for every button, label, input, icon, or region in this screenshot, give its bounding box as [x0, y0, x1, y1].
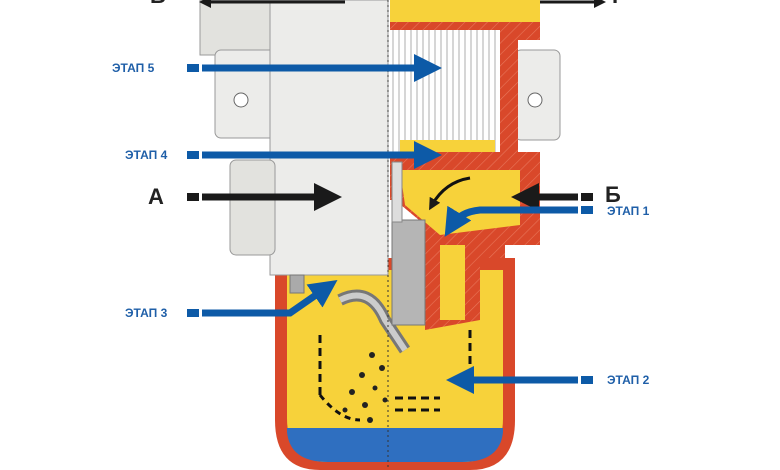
filter-head [390, 152, 540, 330]
filter-element [390, 0, 540, 155]
stage2-arrow [446, 366, 593, 394]
mount-hole-icon [233, 92, 249, 108]
filter-body [199, 0, 561, 470]
stage3-label: ЭТАП 3 [125, 306, 168, 320]
inlet-a-arrow [187, 183, 342, 211]
center-tube [391, 219, 426, 326]
stage1-label: ЭТАП 1 [607, 204, 650, 218]
stage5-arrow [187, 54, 442, 82]
outlet-label-v: В [150, 0, 166, 9]
contaminant-droplets [342, 352, 388, 423]
stage3-arrow [187, 280, 338, 317]
inlet-label-a: А [148, 184, 164, 209]
stage2-label: ЭТАП 2 [607, 373, 650, 387]
inlet-label-b: Б [605, 182, 621, 207]
stage4-label: ЭТАП 4 [125, 148, 168, 162]
stage1-arrow [444, 205, 593, 237]
stage5-label: ЭТАП 5 [112, 61, 155, 75]
outlet-label-g: Г [612, 0, 624, 9]
inlet-b-arrow [511, 183, 593, 211]
mount-hole-icon [527, 92, 543, 108]
stage4-arrow [187, 141, 442, 169]
